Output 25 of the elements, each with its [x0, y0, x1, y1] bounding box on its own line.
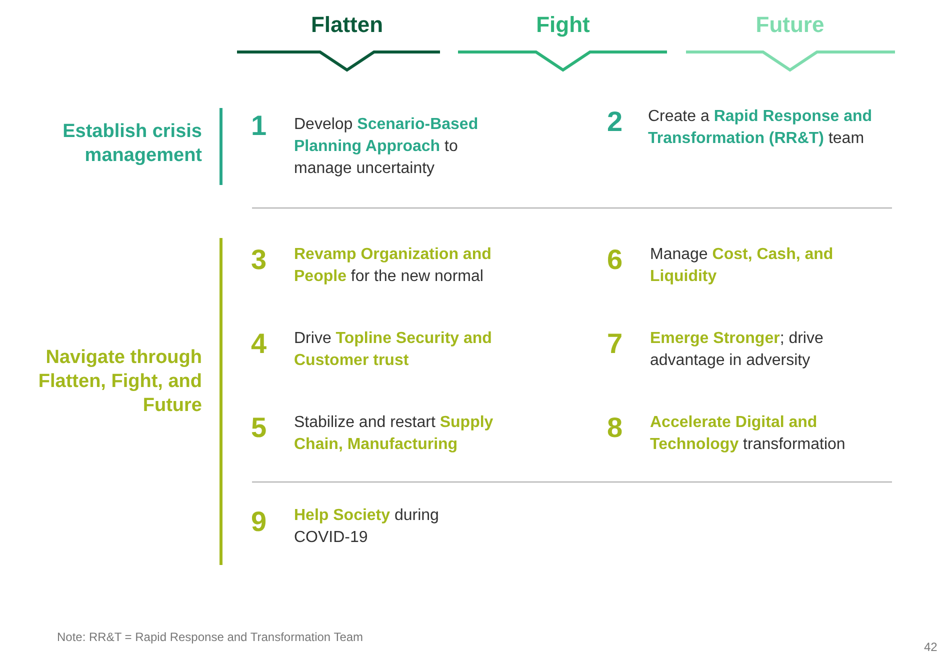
- step-text: Create a Rapid Response and Transformation (RR&T) team: [648, 107, 874, 149]
- step-text: Accelerate Digital and Technology transformation: [650, 413, 846, 455]
- step-number: 4: [251, 328, 268, 360]
- step-text: Stabilize and restart Supply Chain, Manufacturing: [294, 413, 494, 455]
- step-text: Help Society during COVID-19: [294, 506, 440, 548]
- step-number: 7: [607, 328, 624, 360]
- page-number: 42: [924, 640, 938, 654]
- step-number: 5: [251, 412, 268, 444]
- step-text: Revamp Organization and People for the new normal: [294, 245, 492, 287]
- section-heading: Navigate through Flatten, Fight, and Future: [37, 346, 202, 418]
- column-heading: Future: [754, 12, 826, 38]
- footnote: Note: RR&T = Rapid Response and Transformation Team: [57, 630, 364, 644]
- step-text: Drive Topline Security and Customer trust: [294, 329, 493, 371]
- step-number: 1: [251, 110, 268, 142]
- step-text: Emerge Stronger; drive advantage in adversity: [650, 329, 824, 371]
- step-number: 6: [607, 244, 624, 276]
- step-number: 3: [251, 244, 268, 276]
- step-number: 8: [607, 412, 624, 444]
- step-number: 9: [251, 506, 268, 538]
- column-heading: Fight: [535, 12, 591, 38]
- section-heading: Establish crisis management: [62, 120, 202, 168]
- step-text: Develop Scenario-Based Planning Approach to manage uncertainty: [294, 115, 480, 179]
- column-heading: Flatten: [310, 12, 384, 38]
- step-text: Manage Cost, Cash, and Liquidity: [650, 245, 834, 287]
- step-number: 2: [607, 106, 624, 138]
